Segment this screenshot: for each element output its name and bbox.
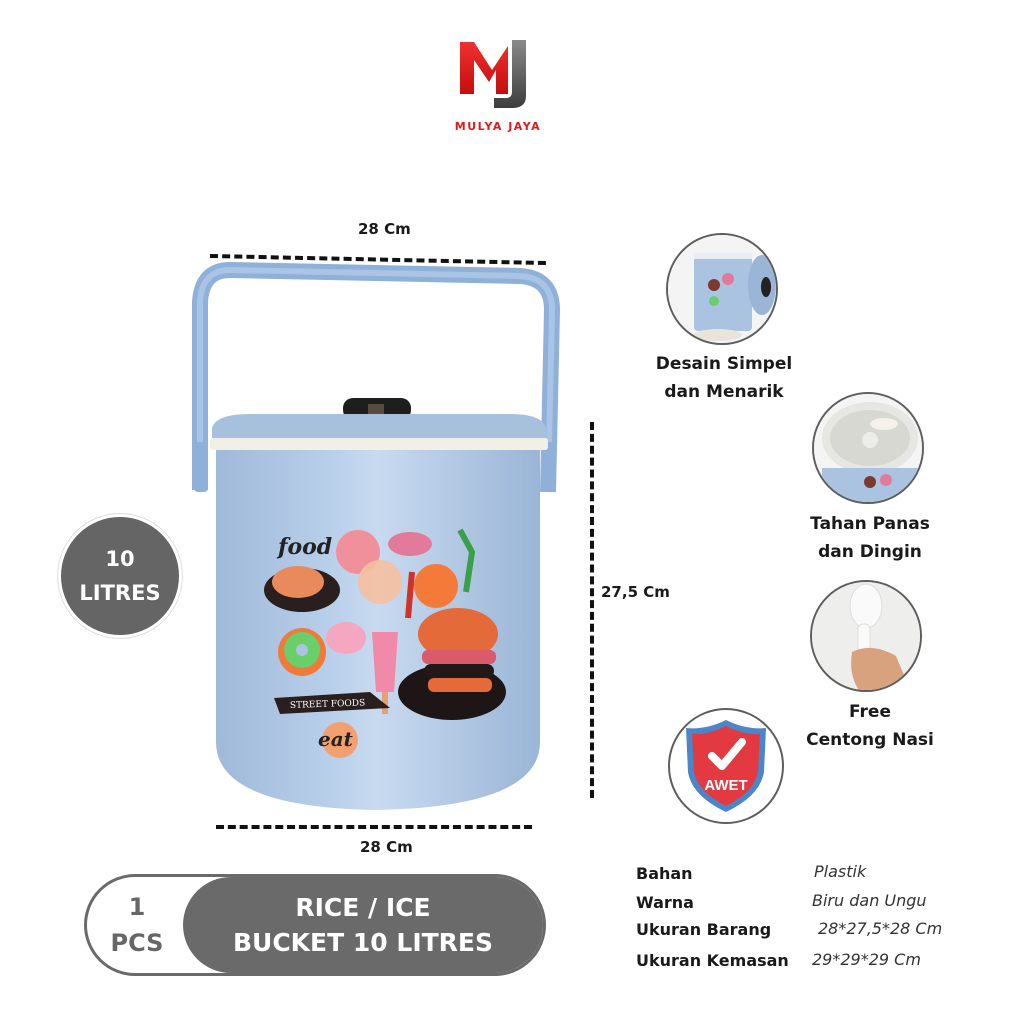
shield-check-icon: AWET (686, 720, 766, 812)
feature-label-insulation: Tahan Panas dan Dingin (810, 514, 930, 562)
feature-image-design (666, 233, 778, 345)
top-width-label: 28 Cm (358, 220, 411, 238)
product-name: RICE / ICE BUCKET 10 LITRES (183, 877, 543, 973)
feature-label-scoop: Free Centong Nasi (806, 702, 934, 750)
feature-label-design: Desain Simpel dan Menarik (655, 354, 793, 402)
brand-name: MULYA JAYA (454, 120, 542, 133)
capacity-badge: 10 LITRES (58, 514, 182, 638)
bottom-width-label: 28 Cm (360, 838, 413, 856)
capacity-value: 10 (105, 547, 135, 571)
inner-lid-photo-icon (814, 394, 922, 502)
svg-text:AWET: AWET (704, 777, 747, 794)
quantity-label: 1 PCS (110, 893, 164, 957)
bottom-width-dashed-line (216, 825, 532, 829)
bucket-photo-icon (668, 235, 776, 343)
feature-image-durable: AWET (668, 708, 784, 824)
feature-image-insulation (812, 392, 924, 504)
product-image: food STREET FOODS eat (190, 262, 560, 817)
svg-text:eat: eat (318, 727, 354, 751)
svg-text:food: food (276, 534, 332, 560)
feature-image-scoop (810, 580, 922, 692)
height-dashed-line (590, 422, 594, 798)
rice-scoop-photo-icon (812, 582, 920, 690)
product-title-pill: 1 PCS RICE / ICE BUCKET 10 LITRES (84, 874, 546, 976)
mj-logo-icon (460, 40, 526, 108)
brand-logo (456, 40, 540, 110)
height-label: 27,5 Cm (601, 583, 670, 601)
capacity-unit: LITRES (79, 581, 161, 605)
svg-text:STREET FOODS: STREET FOODS (290, 698, 366, 711)
